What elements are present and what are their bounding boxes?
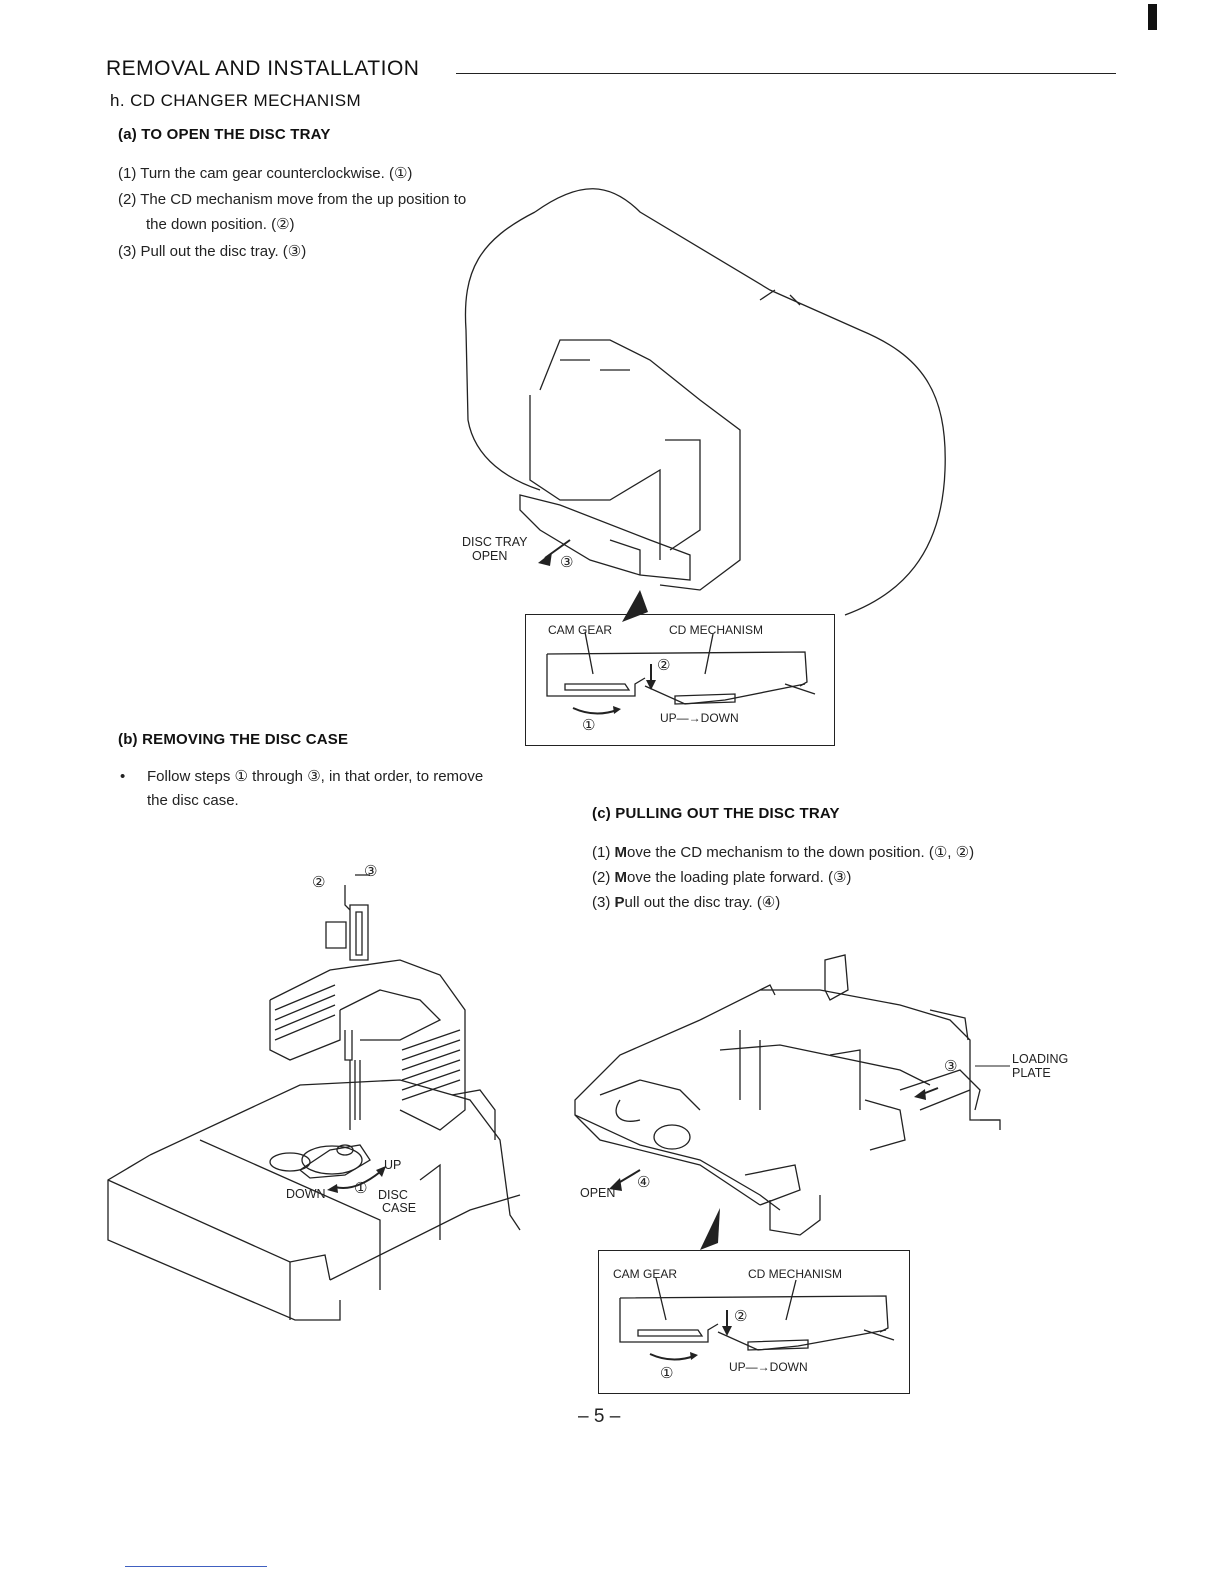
part-b-bullet: • xyxy=(120,768,126,785)
inset-c-callout-2: ② xyxy=(734,1308,748,1325)
part-a-step-1: (1) Turn the cam gear counterclockwise. … xyxy=(118,165,413,182)
fig-c-callout-4: ④ xyxy=(637,1174,651,1191)
part-b-text-2: the disc case. xyxy=(147,792,239,809)
label-open-c: OPEN xyxy=(580,1186,616,1200)
inset-c-drawing xyxy=(598,1250,910,1394)
part-c-step-1-rest: ove the CD mechanism to the down positio… xyxy=(627,844,975,861)
inset-a-cam-gear: CAM GEAR xyxy=(548,623,613,637)
inset-a-callout-1: ① xyxy=(582,717,596,734)
inset-c-up-down: UP—→DOWN xyxy=(729,1360,808,1374)
label-loading: LOADING xyxy=(1012,1052,1069,1066)
part-b-heading: (b) REMOVING THE DISC CASE xyxy=(118,731,349,748)
page-title: REMOVAL AND INSTALLATION xyxy=(106,57,420,80)
margin-mark xyxy=(1148,4,1157,30)
part-c-step-1-first: M xyxy=(614,844,628,861)
inset-c-callout-1: ① xyxy=(660,1365,674,1382)
inset-a-box xyxy=(525,614,835,746)
fig-b-callout-3: ③ xyxy=(364,863,378,880)
section-title: h. CD CHANGER MECHANISM xyxy=(110,91,362,110)
part-c-step-2-first: M xyxy=(614,869,628,886)
callout-3: ③ xyxy=(560,554,574,571)
footer-link-rule xyxy=(125,1566,267,1567)
inset-a-drawing xyxy=(525,614,835,746)
page-number: – 5 – xyxy=(578,1406,621,1427)
part-c-step-2: (2) Move the loading plate forward. (③) xyxy=(592,869,851,887)
part-a-step-3: (3) Pull out the disc tray. (③) xyxy=(118,243,307,260)
inset-a-up-down: UP—→DOWN xyxy=(660,711,739,725)
inset-c-cd-mechanism: CD MECHANISM xyxy=(748,1267,843,1281)
inset-c-box xyxy=(598,1250,910,1394)
part-c-step-1: (1) Move the CD mechanism to the down po… xyxy=(592,844,974,862)
part-a-step-2: (2) The CD mechanism move from the up po… xyxy=(118,191,467,208)
part-c-step-2-num: (2) xyxy=(592,869,611,886)
fig-b-case: CASE xyxy=(382,1201,417,1215)
part-b-text-1: Follow steps ① through ③, in that order,… xyxy=(147,768,484,785)
part-c-step-1-num: (1) xyxy=(592,844,611,861)
fig-c-callout-3: ③ xyxy=(944,1058,958,1075)
label-plate: PLATE xyxy=(1012,1066,1051,1080)
label-disc-tray: DISC TRAY xyxy=(462,535,528,549)
inset-a-callout-2: ② xyxy=(657,657,671,674)
fig-b-up: UP xyxy=(384,1158,402,1172)
part-c-step-3-first: P xyxy=(614,894,625,911)
part-c-step-3: (3) Pull out the disc tray. (④) xyxy=(592,894,780,912)
fig-b-disc: DISC xyxy=(378,1188,408,1202)
inset-a-cd-mechanism: CD MECHANISM xyxy=(669,623,764,637)
part-c-heading: (c) PULLING OUT THE DISC TRAY xyxy=(592,805,840,822)
title-rule xyxy=(456,73,1116,74)
inset-c-cam-gear: CAM GEAR xyxy=(613,1267,678,1281)
label-open: OPEN xyxy=(472,549,508,563)
fig-b-callout-1: ① xyxy=(354,1180,368,1197)
part-a-step-2-cont: the down position. (②) xyxy=(146,216,295,233)
fig-b-down: DOWN xyxy=(286,1187,326,1201)
part-c-step-3-num: (3) xyxy=(592,894,611,911)
part-c-step-2-rest: ove the loading plate forward. (③) xyxy=(627,869,852,886)
part-c-step-3-rest: ull out the disc tray. (④) xyxy=(624,894,781,911)
fig-b-callout-2: ② xyxy=(312,874,326,891)
part-a-heading: (a) TO OPEN THE DISC TRAY xyxy=(118,126,331,143)
